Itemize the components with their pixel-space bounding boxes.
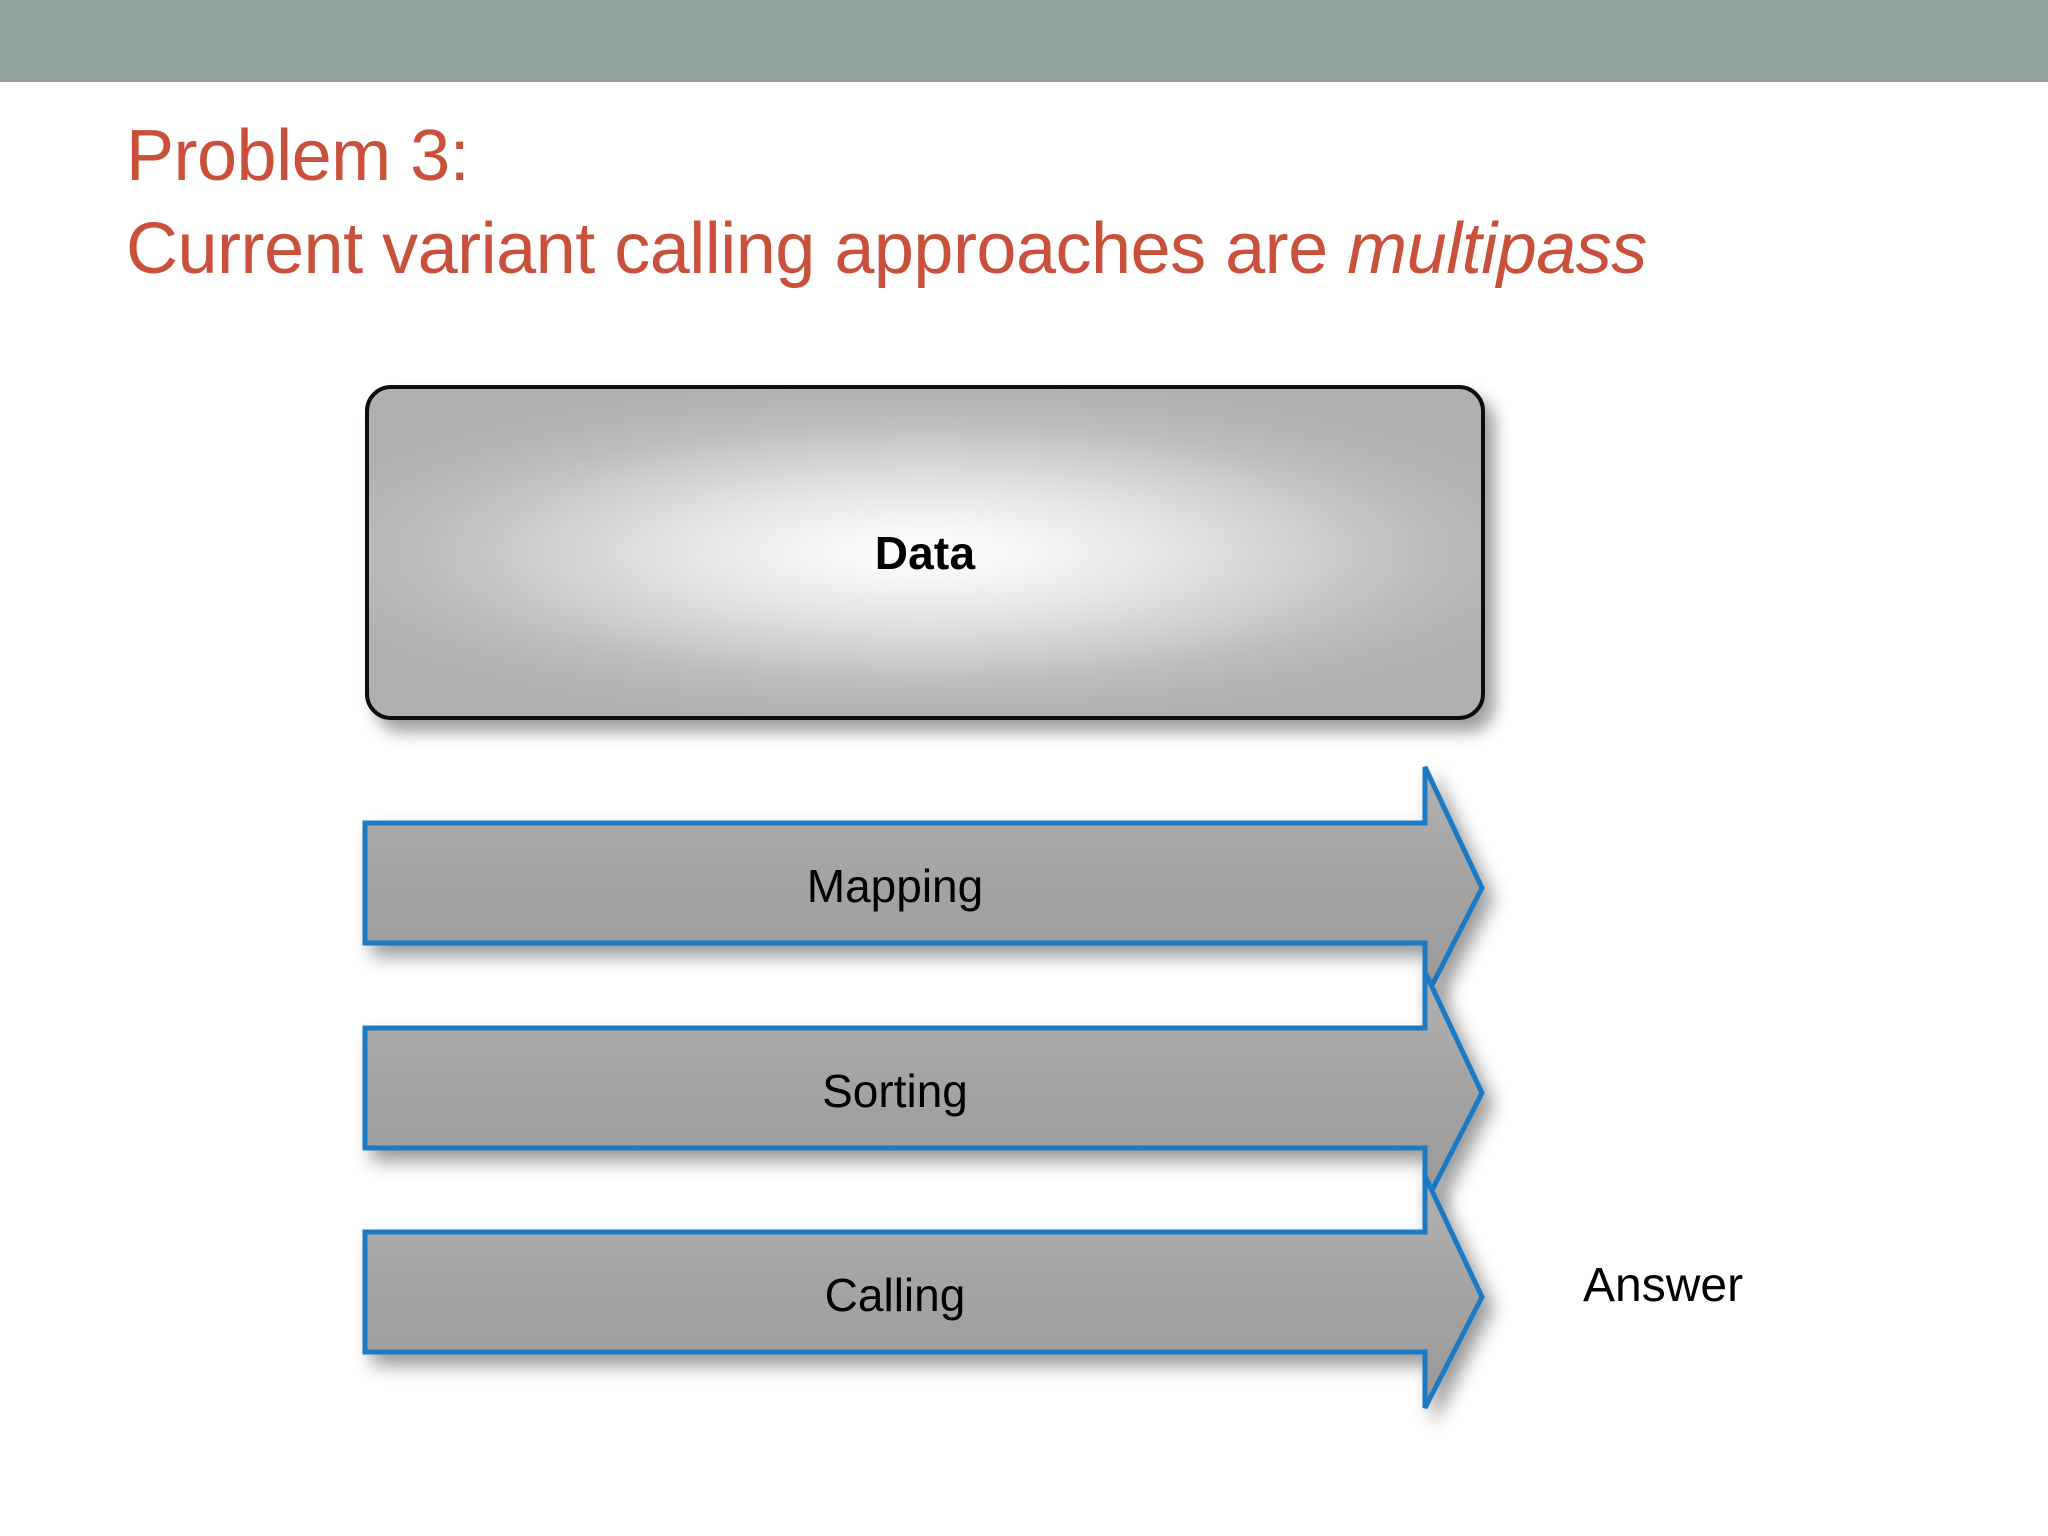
pass-arrow-sorting-label: Sorting [822, 1065, 968, 1117]
title-line-2: Current variant calling approaches are m… [126, 203, 1926, 296]
title-line-2-emphasis: multipass [1347, 209, 1647, 289]
title-line-1: Problem 3: [126, 116, 470, 196]
title-line-2-plain: Current variant calling approaches are [126, 209, 1348, 289]
pass-arrow-mapping-label: Mapping [806, 860, 984, 912]
data-source-node-label: Data [874, 526, 976, 579]
data-source-node[interactable]: Data [365, 385, 1485, 720]
pass-arrow-calling-label: Calling [824, 1269, 966, 1321]
page-title: Problem 3: Current variant calling appro… [126, 110, 1926, 296]
header-band [0, 0, 2048, 82]
answer-label: Answer [1583, 1259, 1744, 1312]
